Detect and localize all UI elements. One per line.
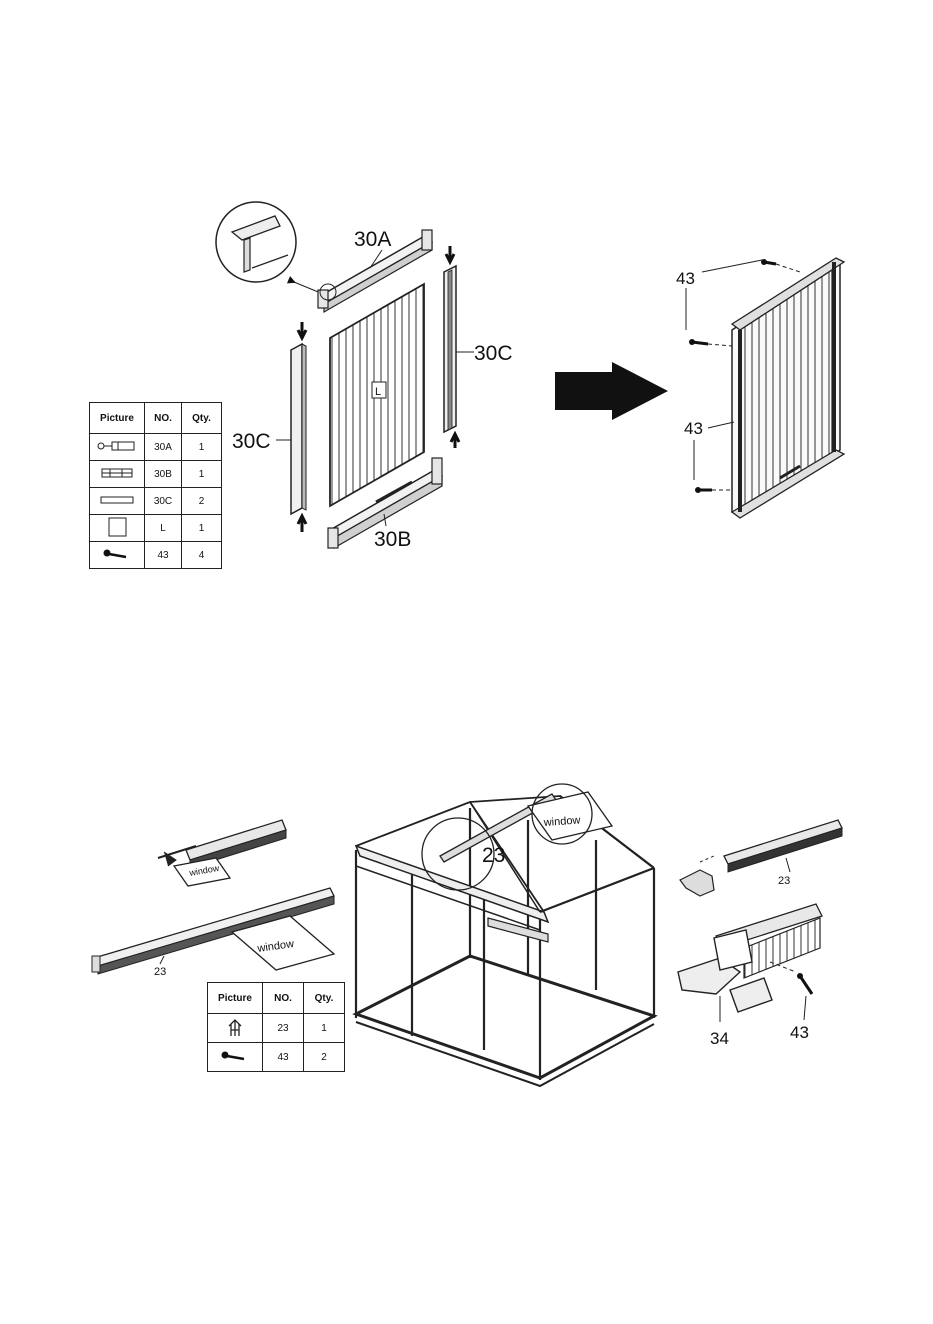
roof-bar-icon: [208, 1014, 263, 1043]
right-detail-bar-23: [680, 820, 842, 896]
part-qty: 1: [304, 1014, 345, 1043]
part-qty: 4: [182, 542, 222, 569]
greenhouse-frame: [356, 784, 654, 1086]
bottom-rail-icon: [90, 461, 145, 488]
label-30c-right: 30C: [474, 342, 513, 365]
part-qty: 1: [182, 515, 222, 542]
label-30b: 30B: [374, 528, 411, 551]
left-detail-bar-23: [92, 888, 334, 974]
table-row: 43 2: [208, 1043, 345, 1072]
next-step-arrow: [555, 362, 668, 420]
panel-icon: [90, 515, 145, 542]
label-30a: 30A: [354, 228, 391, 251]
header-no: NO.: [145, 403, 182, 434]
table-row: 30C 2: [90, 488, 222, 515]
label-43-bottom: 43: [684, 419, 703, 438]
part-no: 43: [145, 542, 182, 569]
table-header-row: Picture NO. Qty.: [208, 983, 345, 1014]
parts-table-step2: Picture NO. Qty. 23 1 43 2: [207, 982, 345, 1072]
screw-icon: [90, 542, 145, 569]
left-detail-top: [158, 820, 286, 886]
label-panel-l: L: [375, 386, 381, 398]
table-row: L 1: [90, 515, 222, 542]
right-detail-connector: [678, 904, 822, 1022]
part-no: L: [145, 515, 182, 542]
part-no: 30B: [145, 461, 182, 488]
header-picture: Picture: [208, 983, 263, 1014]
header-qty: Qty.: [182, 403, 222, 434]
part-qty: 1: [182, 434, 222, 461]
part-no: 43: [263, 1043, 304, 1072]
header-picture: Picture: [90, 403, 145, 434]
table-header-row: Picture NO. Qty.: [90, 403, 222, 434]
header-qty: Qty.: [304, 983, 345, 1014]
assembled-panel: [686, 258, 844, 518]
screw-icon: [208, 1043, 263, 1072]
top-rail-icon: [90, 434, 145, 461]
part-no: 30A: [145, 434, 182, 461]
part-no: 30C: [145, 488, 182, 515]
part-qty: 2: [304, 1043, 345, 1072]
label-43-right: 43: [790, 1023, 809, 1042]
label-34: 34: [710, 1029, 729, 1048]
part-qty: 2: [182, 488, 222, 515]
table-row: 30A 1: [90, 434, 222, 461]
table-row: 30B 1: [90, 461, 222, 488]
table-row: 23 1: [208, 1014, 345, 1043]
side-rail-right-30c: [444, 246, 474, 448]
label-23-main: 23: [482, 844, 505, 867]
header-no: NO.: [263, 983, 304, 1014]
part-no: 23: [263, 1014, 304, 1043]
side-rail-icon: [90, 488, 145, 515]
detail-magnifier: [216, 202, 323, 294]
parts-table-step1: Picture NO. Qty. 30A 1 30B 1 30C 2 L 1 4…: [89, 402, 222, 569]
part-qty: 1: [182, 461, 222, 488]
label-23-left: 23: [154, 966, 166, 978]
side-rail-left-30c: [276, 322, 306, 532]
label-23-right: 23: [778, 875, 790, 887]
table-row: 43 4: [90, 542, 222, 569]
label-30c-left: 30C: [232, 430, 271, 453]
label-43-top: 43: [676, 269, 695, 288]
